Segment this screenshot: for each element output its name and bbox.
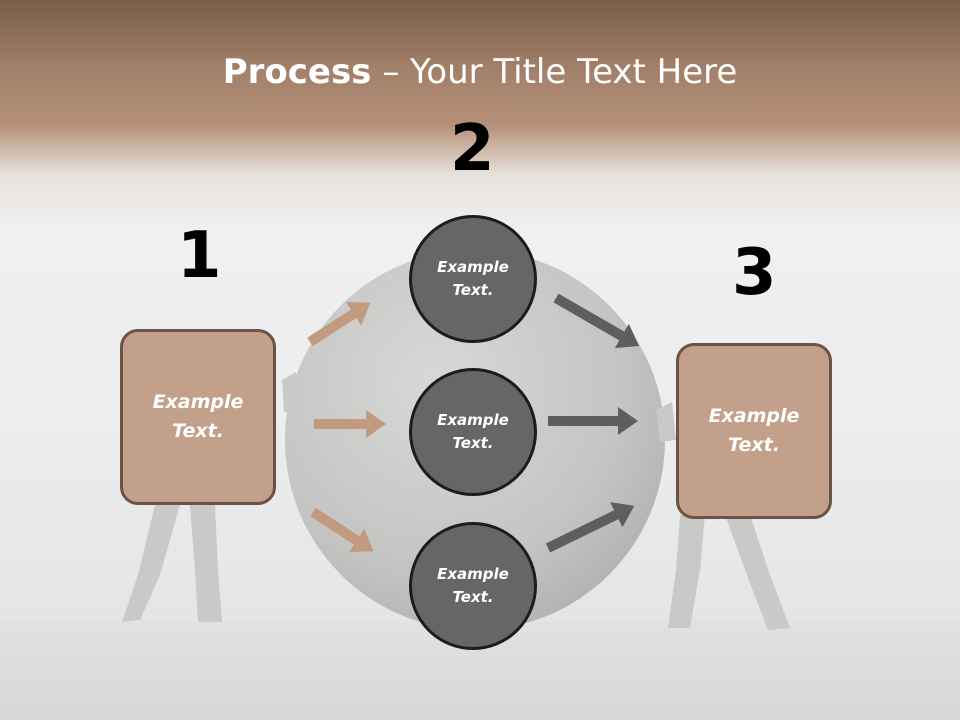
arrow-right-middle [548,407,638,435]
right-box-line1: Example [708,405,800,427]
circle-middle-line1: Example [437,411,509,429]
arrow-right-bottom [545,502,635,553]
left-arrows [307,301,386,553]
step-number-3: 3 [732,236,777,310]
arrow-left-bottom [310,507,374,553]
circle-bottom-line1: Example [437,565,509,583]
right-box-line2: Text. [728,434,780,456]
circle-top-line2: Text. [452,281,494,299]
title-bold: Process [222,52,372,92]
circle-middle-line2: Text. [452,434,494,452]
title-rest: – Your Title Text Here [371,52,738,92]
arrow-left-top [307,301,371,347]
left-box-line1: Example [152,391,244,413]
right-arrows [545,293,640,553]
slide-title: Process – Your Title Text Here [0,52,960,92]
left-person-silhouette [122,372,298,622]
step-number-1: 1 [177,219,222,293]
arrow-left-middle [314,410,386,438]
right-person-silhouette [656,402,790,630]
circle-top-line1: Example [437,258,509,276]
step-number-2: 2 [450,112,495,186]
left-box-line2: Text. [172,420,224,442]
arrow-right-top [553,293,640,349]
circle-bottom-line2: Text. [452,588,494,606]
